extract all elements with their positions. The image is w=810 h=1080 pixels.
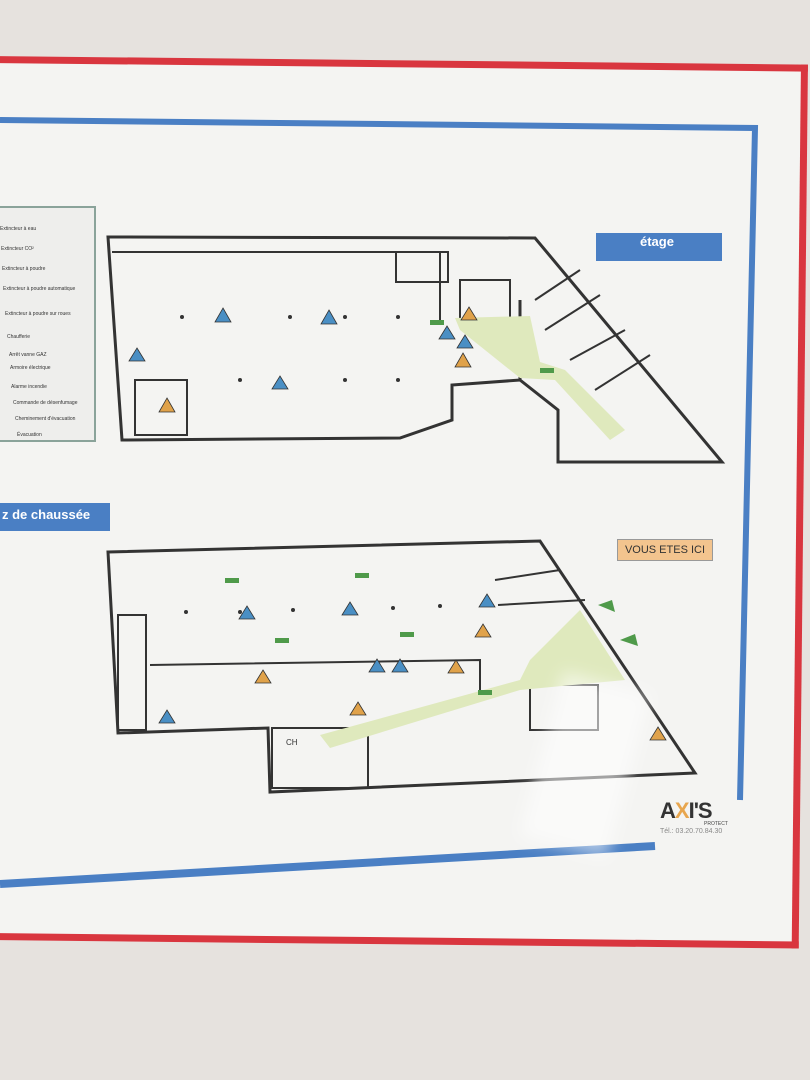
legend-item: Alarme incendie [11,384,47,390]
logo-subtitle: PROTECT [704,821,728,827]
blue-border-bottom [0,842,656,888]
axis-logo: AXI'S [660,798,713,823]
legend-item: Chaufferie [7,334,30,340]
legend-item: Commande de désenfumage [13,400,78,406]
legend-item: Extincteur à poudre automatique [3,286,76,292]
legend-item: Armoire électrique [10,365,51,371]
blue-border [0,117,759,801]
upper-floor-plan [106,235,726,464]
legend-item: Extincteur à poudre [2,266,46,272]
evac-path [455,316,625,440]
boiler-room-mark: CH [286,738,298,747]
column-dots [180,315,442,614]
legend-item: Extincteur à eau [0,226,37,232]
ground-floor-label: z de chaussée [0,503,110,531]
alarm-icons [158,306,667,741]
legend-item: Extincteur à poudre sur roues [5,311,71,317]
legend-item: Cheminement d'évacuation [15,416,76,422]
legend-item: Évacuation [17,432,42,438]
legend: Extincteur à eau Extincteur CO² Extincte… [0,206,96,442]
extinguisher-icons [128,307,496,724]
upper-floor-label: étage [596,233,722,261]
evac-path [320,610,625,748]
you-are-here-label: VOUS ETES ICI [617,539,713,561]
legend-item: Extincteur CO² [1,246,34,252]
legend-item: Arrêt vanne GAZ [9,352,47,358]
evacuation-arrows [225,320,638,695]
phone-number: Tél.: 03.20.70.84.30 [660,828,723,835]
